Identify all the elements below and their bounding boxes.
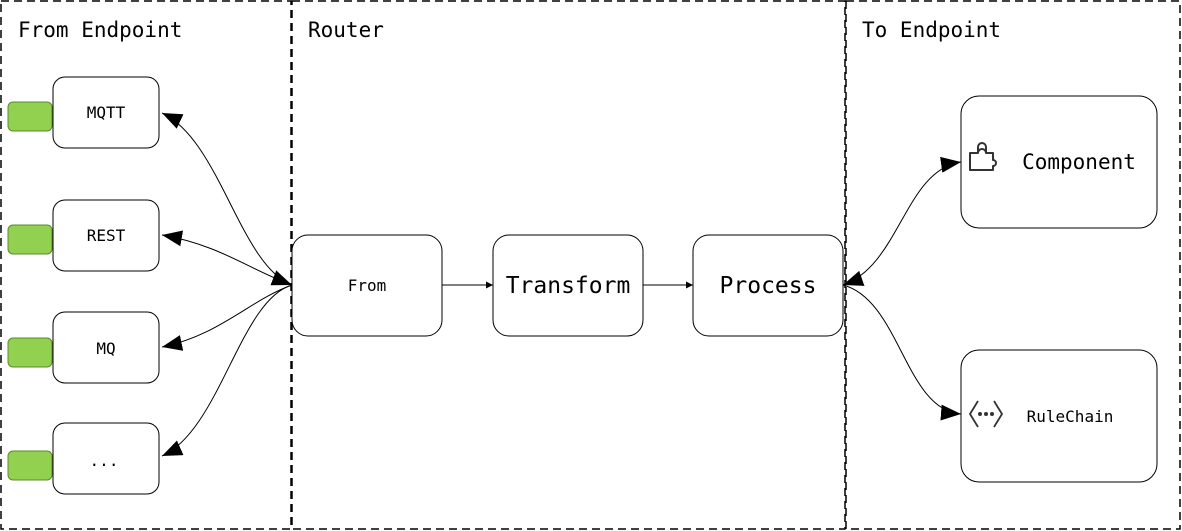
from-endpoint-title: From Endpoint [18, 18, 182, 42]
connector-port [7, 337, 53, 368]
target-rulechain[interactable]: RuleChain [960, 349, 1158, 483]
connector-port [7, 101, 53, 132]
router-node-label: Process [720, 273, 817, 299]
edge-from-more [161, 284, 293, 457]
code-dots-icon [968, 400, 1004, 428]
to-endpoint-title: To Endpoint [862, 18, 1001, 42]
endpoint-label: MQTT [87, 103, 126, 122]
endpoint-mq[interactable]: MQ [7, 311, 160, 384]
puzzle-piece-icon [969, 142, 997, 171]
edge-from-mqtt [161, 112, 293, 286]
endpoint-label: ... [90, 451, 119, 470]
endpoint-rest[interactable]: REST [7, 199, 160, 272]
router-node-process[interactable]: Process [692, 234, 844, 337]
edge-from-mq [161, 284, 293, 351]
edge-from-rest [161, 230, 293, 286]
target-label: RuleChain [1027, 407, 1114, 426]
endpoint-label: MQ [96, 339, 115, 358]
router-node-from[interactable]: From [291, 234, 443, 337]
router-node-transform[interactable]: Transform [492, 234, 644, 337]
connector-port [7, 224, 53, 255]
edge-process-rulechain [842, 284, 962, 421]
router-node-label: From [348, 276, 387, 295]
router-node-label: Transform [506, 273, 631, 299]
endpoint-more[interactable]: ... [7, 422, 160, 495]
edges [161, 112, 962, 457]
router-title: Router [308, 18, 384, 42]
connector-port [7, 450, 53, 481]
target-label: Component [1022, 150, 1136, 174]
endpoint-mqtt[interactable]: MQTT [7, 76, 160, 149]
endpoint-label: REST [87, 226, 126, 245]
target-component[interactable]: Component [960, 95, 1158, 229]
edge-process-component [842, 156, 962, 286]
